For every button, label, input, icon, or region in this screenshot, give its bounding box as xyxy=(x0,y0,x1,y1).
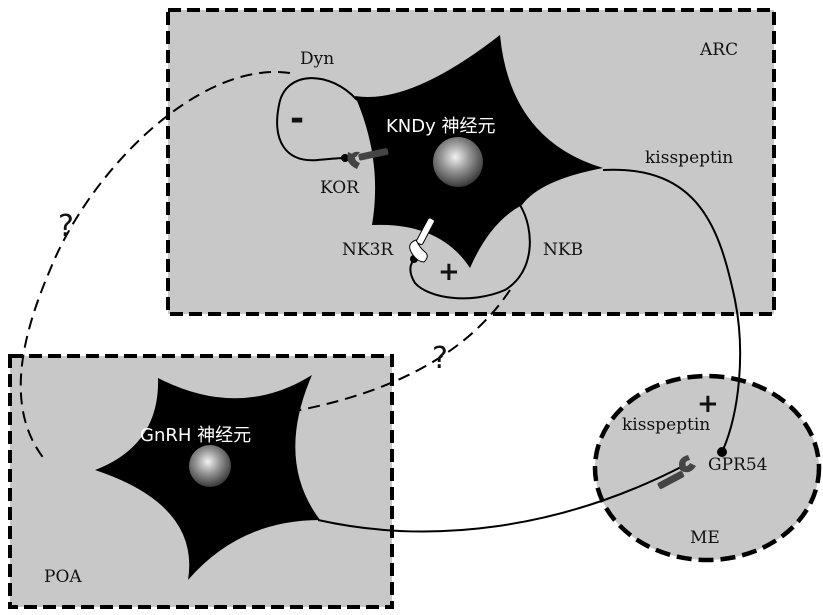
dyn-label: Dyn xyxy=(300,49,334,69)
gnrh-nucleus xyxy=(189,445,231,487)
kisspeptin-pathway xyxy=(602,168,742,451)
poa-label: POA xyxy=(44,567,82,587)
kor-label: KOR xyxy=(320,178,360,198)
nk3r-receptor xyxy=(409,217,435,263)
gpr54-label: GPR54 xyxy=(708,455,767,475)
kor-receptor xyxy=(347,148,389,169)
nkb-pathway xyxy=(409,204,531,300)
question-mark-1: ? xyxy=(58,209,74,244)
kisspeptin-arc-label: kisspeptin xyxy=(645,148,733,168)
gpr54-receptor xyxy=(657,455,696,489)
dyn-pathway xyxy=(276,77,358,162)
plus-sign-nkb: + xyxy=(438,257,460,287)
question-mark-2: ? xyxy=(432,341,448,376)
arc-label: ARC xyxy=(699,40,738,60)
dyn-terminal xyxy=(341,154,349,162)
kndy-neuron-label: KNDy 神经元 xyxy=(386,116,496,137)
me-label: ME xyxy=(690,528,720,548)
nkb-label: NKB xyxy=(543,240,583,260)
kisspeptin-me-label: kisspeptin xyxy=(622,415,710,435)
minus-sign: - xyxy=(290,99,304,139)
kisspeptin-terminal xyxy=(717,447,727,457)
nk3r-label: NK3R xyxy=(342,240,394,260)
unknown-pathway-2 xyxy=(249,289,511,421)
plus-sign-kisspeptin: + xyxy=(697,389,719,419)
gnrh-axon xyxy=(317,464,686,533)
me-region xyxy=(592,373,822,563)
unknown-pathway xyxy=(19,70,291,461)
kndy-nucleus xyxy=(433,137,483,187)
gnrh-neuron-label: GnRH 神经元 xyxy=(140,425,251,446)
